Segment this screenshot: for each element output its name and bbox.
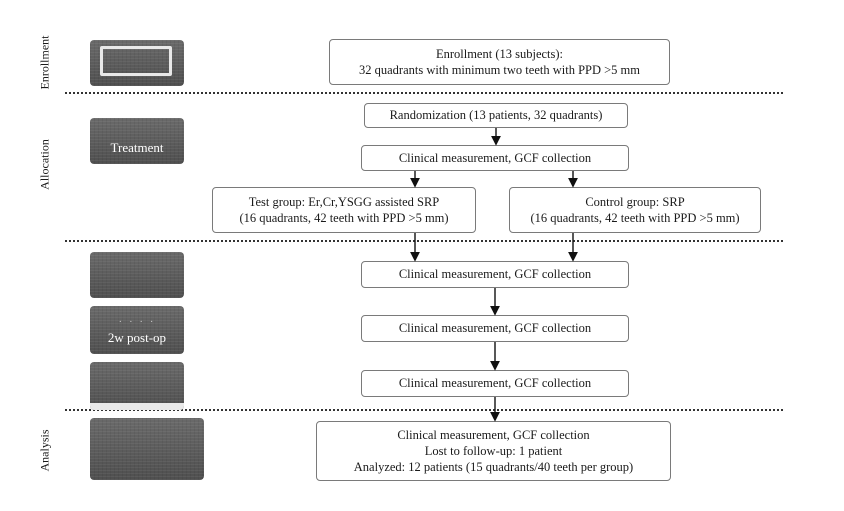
post-op-caption: 2w post-op <box>107 330 167 345</box>
final-analysis-box: Clinical measurement, GCF collection Los… <box>316 421 671 481</box>
enrollment-box: Enrollment (13 subjects): 32 quadrants w… <box>329 39 670 85</box>
randomization-text: Randomization (13 patients, 32 quadrants… <box>389 108 603 123</box>
photo-marks: · · · · <box>118 316 156 328</box>
enrollment-criteria: 32 quadrants with minimum two teeth with… <box>359 63 640 77</box>
post-op-photo: · · · · 2w post-op <box>90 306 184 354</box>
followup-measurement-text-3: Clinical measurement, GCF collection <box>398 376 592 391</box>
control-group-details: (16 quadrants, 42 teeth with PPD >5 mm) <box>530 211 740 225</box>
divider-enrollment-allocation <box>65 92 783 94</box>
analyzed-text: Analyzed: 12 patients (15 quadrants/40 t… <box>353 460 634 475</box>
followup-photo-3 <box>90 362 184 410</box>
baseline-measurement-text: Clinical measurement, GCF collection <box>398 150 592 165</box>
final-measurement-text: Clinical measurement, GCF collection <box>397 427 590 442</box>
test-group-box: Test group: Er,Cr,YSGG assisted SRP (16 … <box>212 187 476 233</box>
followup-measurement-text-1: Clinical measurement, GCF collection <box>398 267 592 282</box>
enrollment-photo <box>90 40 184 86</box>
followup-photo-1 <box>90 252 184 298</box>
test-group-details: (16 quadrants, 42 teeth with PPD >5 mm) <box>239 211 449 225</box>
photo-white-strip <box>90 403 184 410</box>
lost-to-followup-text: Lost to follow-up: 1 patient <box>424 443 563 458</box>
control-group-title: Control group: SRP <box>585 194 685 209</box>
divider-allocation-followup <box>65 240 783 242</box>
followup-measurement-box-1: Clinical measurement, GCF collection <box>361 261 629 288</box>
control-group-box: Control group: SRP (16 quadrants, 42 tee… <box>509 187 761 233</box>
divider-followup-analysis <box>65 409 783 411</box>
treatment-photo: Treatment <box>90 118 184 164</box>
connector-arrows <box>410 128 578 422</box>
photo-frame <box>100 46 172 76</box>
baseline-measurement-box: Clinical measurement, GCF collection <box>361 145 629 171</box>
test-group-title: Test group: Er,Cr,YSGG assisted SRP <box>248 194 440 209</box>
randomization-box: Randomization (13 patients, 32 quadrants… <box>364 103 628 128</box>
treatment-caption: Treatment <box>110 140 164 155</box>
followup-measurement-box-2: Clinical measurement, GCF collection <box>361 315 629 342</box>
analysis-photo <box>90 418 204 480</box>
followup-measurement-text-2: Clinical measurement, GCF collection <box>398 321 592 336</box>
followup-measurement-box-3: Clinical measurement, GCF collection <box>361 370 629 397</box>
enrollment-title: Enrollment (13 subjects): <box>435 46 564 61</box>
